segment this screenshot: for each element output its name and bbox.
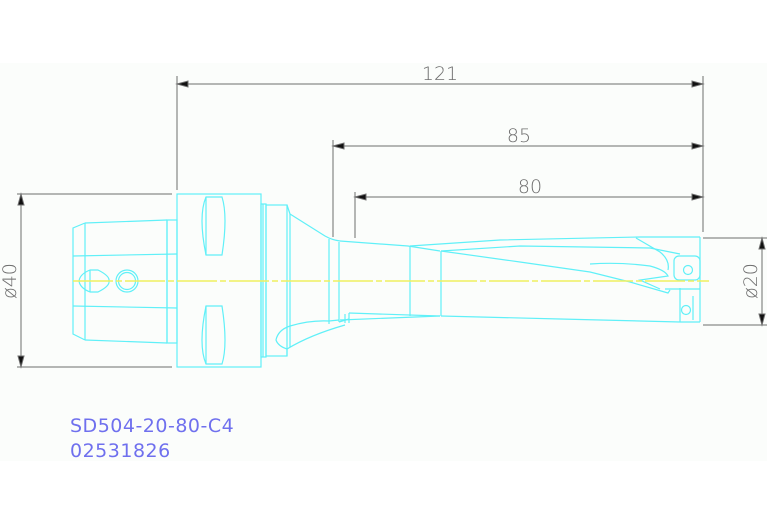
- drawing-area: [0, 63, 767, 461]
- dim-overall-length: 121: [422, 63, 458, 85]
- neck: [275, 204, 350, 356]
- part-number-label: 02531826: [70, 440, 171, 462]
- dim-drill-depth: 80: [518, 176, 542, 198]
- inserts: [673, 255, 701, 316]
- model-label: SD504-20-80-C4: [70, 415, 235, 437]
- dim-gauge-length: 85: [507, 125, 531, 147]
- dimension-lines: [17, 76, 767, 369]
- dim-drill-diameter: ø20: [740, 263, 762, 299]
- dim-shank-diameter: ø40: [0, 263, 21, 299]
- drill-body: [339, 236, 701, 323]
